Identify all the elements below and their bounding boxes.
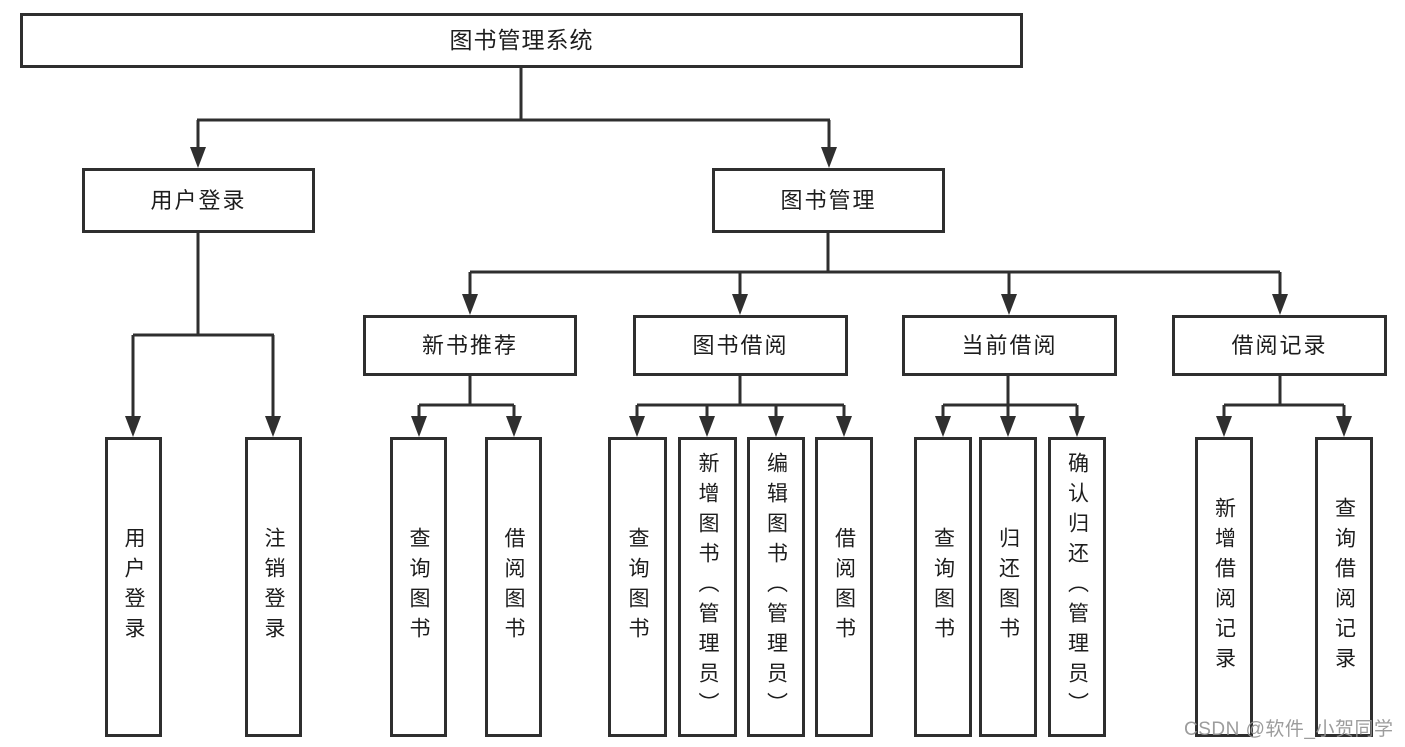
node-book-borrowing: 图书借阅 [633, 315, 848, 376]
leaf-borrow-books-recommend: 借阅图书 [485, 437, 542, 737]
leaf-return-books: 归还图书 [979, 437, 1037, 737]
leaf-confirm-return-admin: 确认归还（管理员） [1048, 437, 1106, 737]
leaf-user-login: 用户登录 [105, 437, 162, 737]
leaf-borrow-books-borrowing: 借阅图书 [815, 437, 873, 737]
leaf-query-books-borrowing: 查询图书 [608, 437, 667, 737]
node-user-login: 用户登录 [82, 168, 315, 233]
leaf-logout: 注销登录 [245, 437, 302, 737]
leaf-query-books-current: 查询图书 [914, 437, 972, 737]
node-library-management-system: 图书管理系统 [20, 13, 1023, 68]
leaf-edit-books-admin: 编辑图书（管理员） [747, 437, 805, 737]
node-new-book-recommendation: 新书推荐 [363, 315, 577, 376]
csdn-watermark: CSDN @软件_小贺同学 [1184, 719, 1394, 740]
leaf-add-books-admin: 新增图书（管理员） [678, 437, 737, 737]
node-borrowing-records: 借阅记录 [1172, 315, 1387, 376]
leaf-add-borrow-record: 新增借阅记录 [1195, 437, 1253, 737]
node-current-borrowing: 当前借阅 [902, 315, 1117, 376]
leaf-query-books-recommend: 查询图书 [390, 437, 447, 737]
node-book-management: 图书管理 [712, 168, 945, 233]
leaf-query-borrow-record: 查询借阅记录 [1315, 437, 1373, 737]
